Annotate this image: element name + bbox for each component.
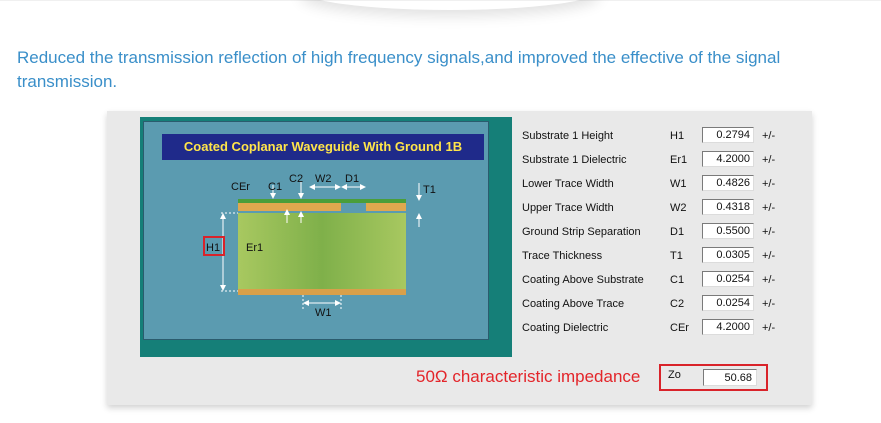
param-label: Upper Trace Width bbox=[522, 202, 614, 214]
tolerance-toggle[interactable]: +/- bbox=[762, 130, 776, 142]
d1-arrow-head-right bbox=[360, 184, 366, 190]
tolerance-toggle[interactable]: +/- bbox=[762, 202, 776, 214]
param-symbol: C1 bbox=[670, 274, 685, 286]
label-d1: D1 bbox=[345, 173, 359, 185]
coating-above-trace-input[interactable]: 0.0254 bbox=[702, 295, 754, 311]
tolerance-toggle[interactable]: +/- bbox=[762, 274, 776, 286]
c2-arrow bbox=[298, 193, 304, 199]
substrate-dielectric-input[interactable]: 4.2000 bbox=[702, 151, 754, 167]
diagram-title: Coated Coplanar Waveguide With Ground 1B bbox=[162, 134, 484, 160]
c1-arrow bbox=[270, 193, 276, 199]
param-symbol: C2 bbox=[670, 298, 685, 310]
param-symbol: CEr bbox=[670, 322, 689, 334]
upper-trace-width-input[interactable]: 0.4318 bbox=[702, 199, 754, 215]
param-symbol: Er1 bbox=[670, 154, 688, 166]
coating-layer bbox=[238, 199, 406, 203]
coating-dielectric-input[interactable]: 4.2000 bbox=[702, 319, 754, 335]
intro-text: Reduced the transmission reflection of h… bbox=[17, 48, 781, 91]
h1-arrow-head-up bbox=[220, 213, 226, 219]
tolerance-toggle[interactable]: +/- bbox=[762, 250, 776, 262]
c1-arrow-up bbox=[284, 209, 290, 215]
tolerance-toggle[interactable]: +/- bbox=[762, 226, 776, 238]
label-w1: W1 bbox=[315, 307, 332, 319]
param-symbol: H1 bbox=[670, 130, 685, 142]
param-label: Ground Strip Separation bbox=[522, 226, 641, 238]
w2-arrow-head-left bbox=[309, 184, 315, 190]
trace-thickness-input[interactable]: 0.0305 bbox=[702, 247, 754, 263]
top-decorative-shadow bbox=[300, 0, 600, 10]
t1-arrow bbox=[416, 195, 422, 201]
tolerance-toggle[interactable]: +/- bbox=[762, 154, 776, 166]
impedance-output: 50.68 bbox=[703, 369, 757, 386]
param-label: Coating Dielectric bbox=[522, 322, 609, 334]
param-label: Trace Thickness bbox=[522, 250, 603, 262]
tolerance-toggle[interactable]: +/- bbox=[762, 298, 776, 310]
label-t1: T1 bbox=[423, 184, 436, 196]
param-symbol: T1 bbox=[670, 250, 683, 262]
param-symbol: W2 bbox=[670, 202, 687, 214]
param-symbol: D1 bbox=[670, 226, 685, 238]
label-er1: Er1 bbox=[246, 242, 263, 254]
top-divider bbox=[0, 0, 881, 1]
label-c2: C2 bbox=[289, 173, 303, 185]
label-w2: W2 bbox=[315, 173, 332, 185]
tolerance-toggle[interactable]: +/- bbox=[762, 178, 776, 190]
label-c1: C1 bbox=[268, 181, 282, 193]
impedance-caption: 50Ω characteristic impedance bbox=[416, 367, 641, 386]
substrate-body bbox=[238, 213, 406, 289]
h1-arrow-head-down bbox=[220, 285, 226, 291]
param-label: Substrate 1 Dielectric bbox=[522, 154, 627, 166]
d1-arrow-head-left bbox=[341, 184, 347, 190]
lower-trace-width-input[interactable]: 0.4826 bbox=[702, 175, 754, 191]
c2-arrow-up bbox=[298, 211, 304, 217]
w1-arrow-head-right bbox=[335, 300, 341, 306]
param-label: Coating Above Trace bbox=[522, 298, 625, 310]
label-cer: CEr bbox=[231, 181, 250, 193]
t1-arrow-up bbox=[416, 213, 422, 219]
center-trace bbox=[306, 203, 341, 211]
impedance-symbol: Zo bbox=[668, 369, 681, 381]
h1-highlight bbox=[203, 236, 225, 256]
impedance-highlight bbox=[659, 364, 768, 391]
label-h1: H1 bbox=[206, 242, 220, 254]
param-symbol: W1 bbox=[670, 178, 687, 190]
cross-section-diagram: CEr C1 C2 W2 D1 T1 H1 Er1 W1 bbox=[203, 173, 436, 319]
param-label: Coating Above Substrate bbox=[522, 274, 644, 286]
param-label: Substrate 1 Height bbox=[522, 130, 614, 142]
tolerance-toggle[interactable]: +/- bbox=[762, 322, 776, 334]
w2-arrow-head-right bbox=[335, 184, 341, 190]
ground-strip-separation-input[interactable]: 0.5500 bbox=[702, 223, 754, 239]
coating-above-substrate-input[interactable]: 0.0254 bbox=[702, 271, 754, 287]
right-ground-strip bbox=[366, 203, 406, 211]
w1-arrow-head-left bbox=[303, 300, 309, 306]
param-label: Lower Trace Width bbox=[522, 178, 614, 190]
left-ground-strip bbox=[238, 203, 306, 211]
substrate-height-input[interactable]: 0.2794 bbox=[702, 127, 754, 143]
coating-gap-left bbox=[341, 203, 366, 211]
ground-plane bbox=[238, 289, 406, 295]
